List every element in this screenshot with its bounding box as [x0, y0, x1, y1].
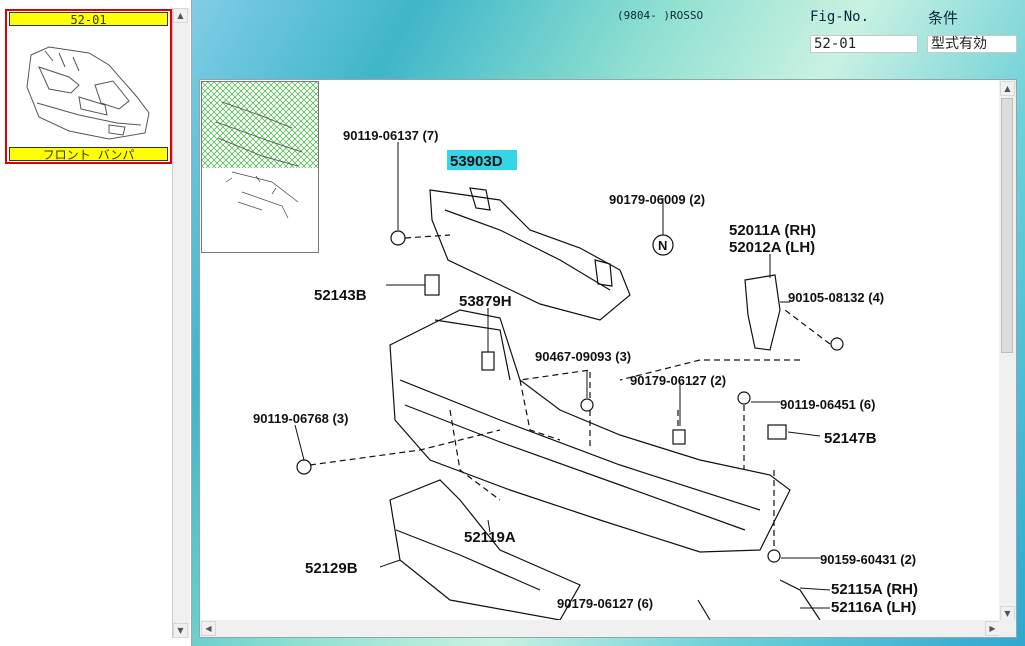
- thumbnail-scrollbar[interactable]: ▲ ▼: [172, 8, 190, 638]
- fig-no-label: Fig-No.: [810, 9, 870, 25]
- part-label[interactable]: 52119A: [464, 529, 516, 546]
- part-label[interactable]: 90179-06009 (2): [609, 192, 705, 207]
- nut-marker-label: N: [658, 238, 667, 253]
- thumbnail-part-name: フロント バンパ: [9, 147, 168, 162]
- part-label[interactable]: 52129B: [305, 560, 358, 577]
- thumbnail-figure-number: 52-01: [9, 12, 168, 27]
- part-label[interactable]: 52147B: [824, 430, 877, 447]
- fig-no-field[interactable]: 52-01: [810, 35, 918, 53]
- scroll-left-arrow-icon[interactable]: ◀: [201, 621, 216, 636]
- part-label[interactable]: 90467-09093 (3): [535, 349, 631, 364]
- diagram-vertical-scrollbar[interactable]: ▲ ▼: [999, 80, 1016, 622]
- scroll-down-arrow-icon[interactable]: ▼: [1000, 606, 1015, 621]
- scroll-down-arrow-icon[interactable]: ▼: [173, 623, 188, 638]
- vertical-scroll-thumb[interactable]: [1001, 98, 1013, 353]
- part-label[interactable]: 52115A (RH): [831, 581, 918, 598]
- parts-diagram-viewer[interactable]: 90119-06137 (7) 53903D 90179-06009 (2) 5…: [199, 79, 1017, 638]
- part-label[interactable]: 90119-06137 (7): [343, 128, 438, 143]
- minimap-viewport[interactable]: [202, 82, 318, 168]
- thumbnail-panel: 52-01 フロント バンパ ▲ ▼: [0, 0, 192, 646]
- part-label[interactable]: 52011A (RH): [729, 222, 816, 239]
- scroll-up-arrow-icon[interactable]: ▲: [173, 8, 188, 23]
- part-label[interactable]: 90159-60431 (2): [820, 552, 916, 567]
- part-label[interactable]: 53879H: [459, 293, 512, 310]
- part-labels-layer: 90119-06137 (7) 53903D 90179-06009 (2) 5…: [253, 128, 918, 616]
- bumper-thumbnail-image: [26, 46, 150, 140]
- part-label[interactable]: 52012A (LH): [729, 239, 815, 256]
- part-label[interactable]: 90179-06127 (6): [557, 596, 653, 611]
- condition-label: 条件: [928, 9, 959, 27]
- figure-thumbnail[interactable]: 52-01 フロント バンパ: [5, 9, 172, 164]
- scrollbar-corner: [999, 620, 1016, 637]
- part-label-highlighted[interactable]: 53903D: [450, 153, 503, 170]
- scroll-up-arrow-icon[interactable]: ▲: [1000, 81, 1015, 96]
- part-label[interactable]: 90119-06768 (3): [253, 411, 348, 426]
- part-label[interactable]: 90105-08132 (4): [788, 290, 884, 305]
- part-label[interactable]: 52143B: [314, 287, 367, 304]
- part-label[interactable]: 90119-06451 (6): [780, 397, 875, 412]
- condition-field[interactable]: 型式有効: [927, 35, 1017, 53]
- part-label[interactable]: 90179-06127 (2): [630, 373, 726, 388]
- part-label[interactable]: 52116A (LH): [831, 599, 916, 616]
- highlight-53903D: [447, 150, 517, 170]
- diagram-horizontal-scrollbar[interactable]: ◀ ▶: [200, 620, 1001, 637]
- scroll-right-arrow-icon[interactable]: ▶: [985, 621, 1000, 636]
- diagram-minimap[interactable]: [201, 81, 319, 253]
- model-range-text: (9804- )ROSSO: [617, 9, 704, 22]
